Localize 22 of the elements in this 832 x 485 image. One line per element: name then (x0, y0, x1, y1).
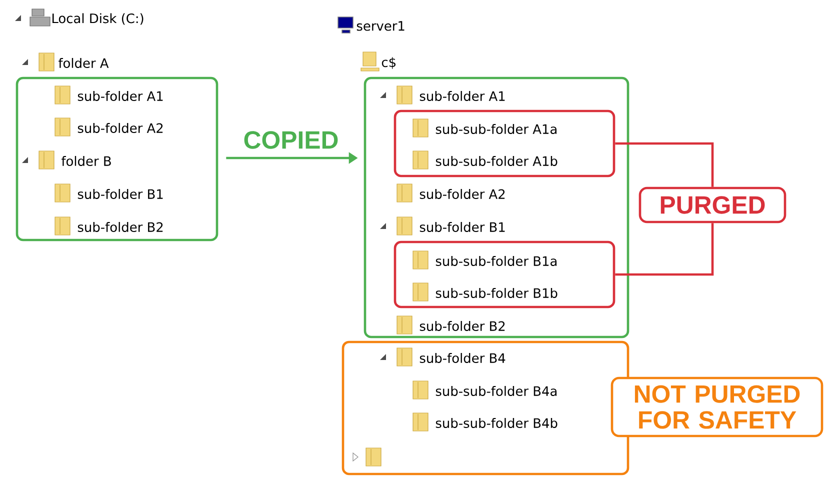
folder-label: sub-sub-folder A1a (436, 124, 556, 134)
folder-label: sub-sub-folder B4b (436, 418, 558, 428)
edge-label: COPIED (242, 130, 340, 150)
folder-label: sub-folder A2 (78, 122, 163, 133)
callout-box: NOT PURGED FOR SAFETY (610, 376, 824, 438)
folder-label: sub-folder B4 (420, 352, 506, 363)
folder-label: sub-folder B2 (420, 320, 505, 331)
callout-box: PURGED (638, 186, 786, 224)
tree-label: server1 (356, 21, 404, 31)
folder-label: sub-sub-folder B1a (436, 256, 556, 266)
folder-label: sub-folder B1 (420, 222, 505, 232)
folder-label: sub-folder A1 (420, 90, 505, 101)
folder-label: folder B (62, 156, 111, 166)
folder-label: sub-folder B2 (78, 222, 163, 232)
folder-label: sub-sub-folder B1b (436, 288, 558, 298)
folder-label: sub-folder A2 (420, 188, 505, 199)
folder-label: sub-folder A1 (78, 90, 163, 101)
folder-label: sub-sub-folder A1b (436, 156, 558, 166)
folder-label: sub-folder B1 (78, 188, 163, 199)
folder-label: sub-sub-folder B4a (436, 386, 556, 396)
tree-label: c$ (382, 57, 396, 69)
tree-label: Local Disk (C:) (52, 13, 144, 25)
